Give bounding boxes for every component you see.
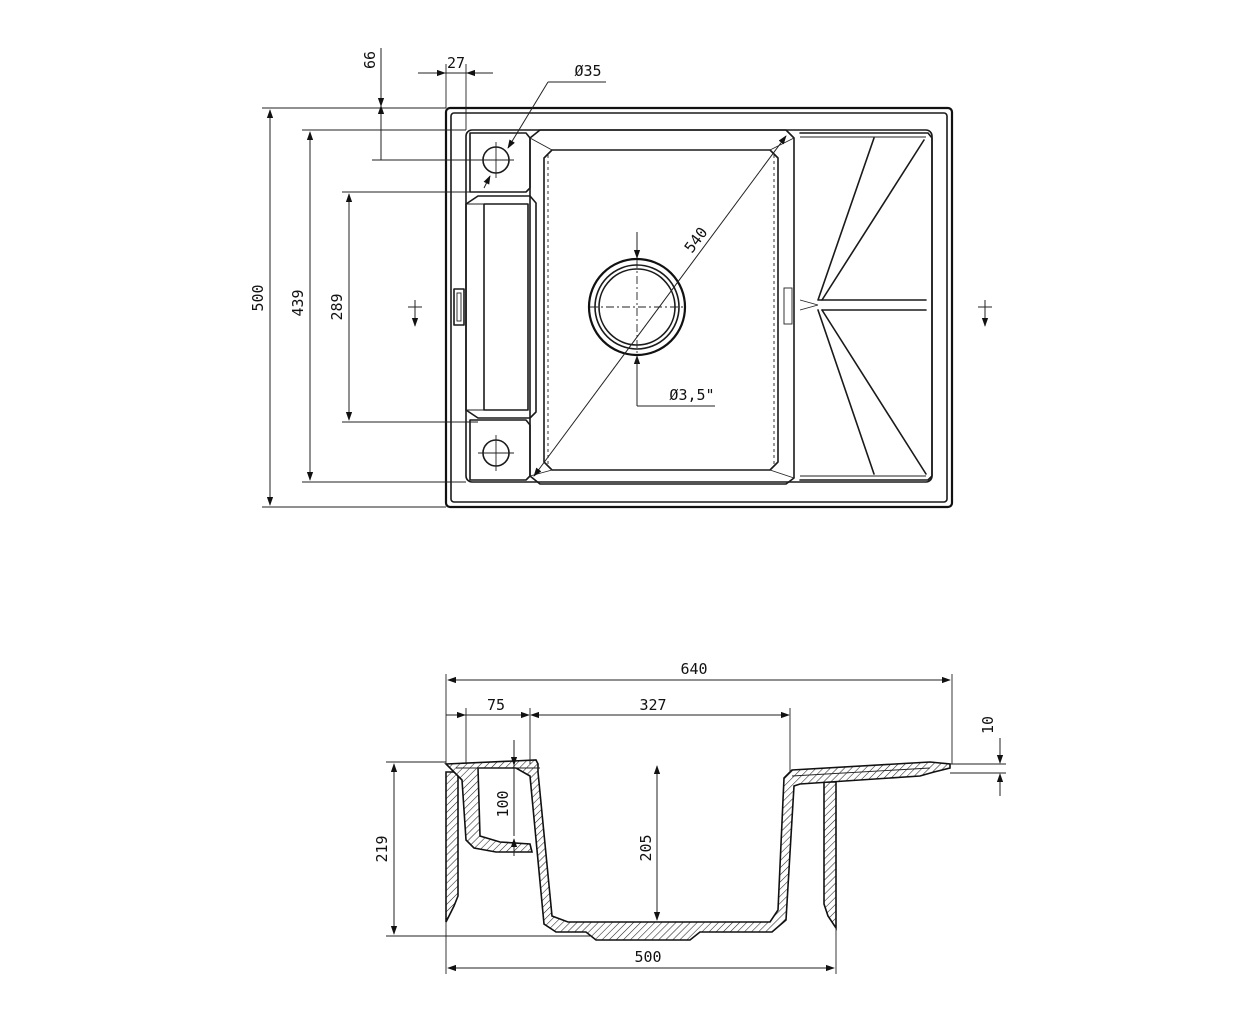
tap-recess-top <box>469 132 531 193</box>
section-marker-left <box>408 300 422 327</box>
sink-outer-rim <box>444 106 954 509</box>
dim-289: 289 <box>328 293 346 320</box>
tap-recess-bottom <box>469 419 531 481</box>
dim-27: 27 <box>447 54 465 72</box>
section-marker-right <box>978 300 992 327</box>
dim-500-bottom: 500 <box>634 948 661 966</box>
cabinet-wall-right <box>823 781 837 931</box>
dim-d35: Ø35 <box>574 62 601 80</box>
main-bowl-inner <box>543 149 779 471</box>
dim-10: 10 <box>979 716 997 734</box>
dim-100: 100 <box>494 790 512 817</box>
dim-540: 540 <box>681 224 712 256</box>
top-view: 500 439 289 66 27 Ø35 540 <box>249 48 992 509</box>
drainboard <box>799 132 933 481</box>
dim-66: 66 <box>361 51 379 69</box>
dim-640: 640 <box>680 660 707 678</box>
sink-section-body <box>444 759 951 941</box>
dim-327: 327 <box>639 696 666 714</box>
dim-75: 75 <box>487 696 505 714</box>
dim-d3-5: Ø3,5" <box>669 386 714 404</box>
main-bowl-outer <box>529 129 795 485</box>
dim-205: 205 <box>637 834 655 861</box>
dim-439: 439 <box>289 289 307 316</box>
dim-219: 219 <box>373 835 391 862</box>
dim-500-top: 500 <box>249 284 267 311</box>
section-view: 640 75 327 10 100 205 219 500 <box>373 660 1006 974</box>
cabinet-wall-left <box>445 771 459 923</box>
overflow-slot <box>453 288 465 326</box>
side-tray <box>465 195 537 419</box>
